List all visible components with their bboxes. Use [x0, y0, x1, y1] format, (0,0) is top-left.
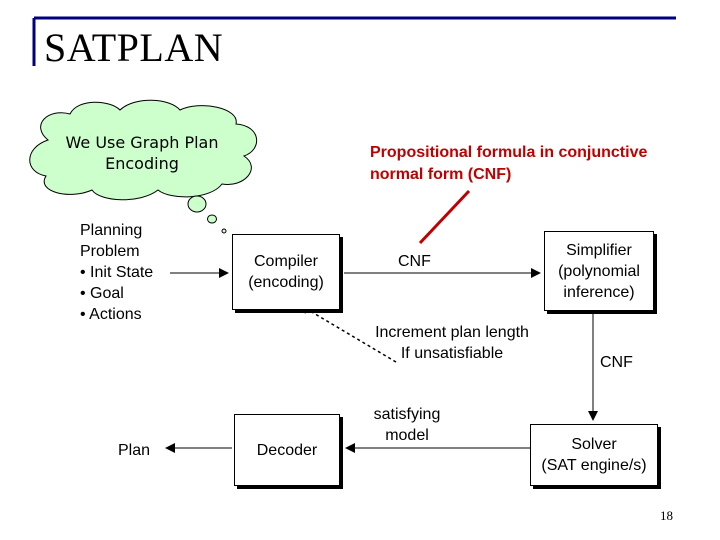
solver-box: Solver (SAT engine/s)	[530, 424, 658, 486]
solver-line-2: (SAT engine/s)	[541, 457, 647, 474]
slide-title: SATPLAN	[44, 25, 224, 70]
increment-line-2: If unsatisfiable	[400, 345, 504, 362]
planning-problem-line-2: Problem	[80, 243, 140, 260]
thought-bubble-large	[187, 195, 207, 213]
simplifier-box: Simplifier (polynomial inference)	[544, 231, 654, 311]
simplifier-line-3: inference)	[563, 283, 635, 301]
page-number: 18	[660, 508, 673, 523]
satisfying-line-1: satisfying	[373, 406, 441, 423]
cnf-right-label: CNF	[600, 354, 633, 371]
callout-pointer-line	[418, 189, 471, 245]
planning-problem-line-1: Planning	[80, 222, 143, 239]
satisfying-line-2: model	[385, 427, 429, 444]
cnf-callout: Propositional formula in conjunctive nor…	[370, 142, 700, 186]
cloud-line-2: Encoding	[105, 154, 179, 173]
compiler-line-2: (encoding)	[248, 274, 324, 291]
solver-line-1: Solver	[571, 436, 617, 453]
increment-label: Increment plan length If unsatisfiable	[362, 322, 542, 364]
thought-bubble-small	[221, 228, 227, 234]
planning-problem-line-3: • Init State	[80, 264, 154, 281]
arrow-increment-feedback	[299, 304, 397, 363]
compiler-box: Compiler (encoding)	[232, 234, 340, 310]
cnf-top-label: CNF	[398, 253, 431, 270]
thought-cloud	[29, 99, 258, 201]
simplifier-line-2: (polynomial	[558, 262, 640, 280]
callout-line-1: Propositional formula in conjunctive	[370, 144, 648, 161]
decoder-box: Decoder	[234, 414, 340, 486]
increment-line-1: Increment plan length	[375, 324, 529, 341]
satisfying-model-label: satisfying model	[362, 404, 452, 446]
planning-problem-label: Planning Problem • Init State • Goal • A…	[80, 220, 153, 325]
plan-label: Plan	[118, 442, 151, 459]
planning-problem-line-4: • Goal	[80, 285, 124, 302]
thought-bubble-medium	[207, 214, 217, 224]
cloud-text: We Use Graph Plan Encoding	[38, 132, 246, 174]
simplifier-line-1: Simplifier	[566, 241, 632, 259]
callout-line-2: normal form (CNF)	[370, 166, 512, 183]
compiler-line-1: Compiler	[253, 253, 318, 270]
planning-problem-line-5: • Actions	[80, 306, 142, 323]
cloud-line-1: We Use Graph Plan	[65, 133, 219, 152]
